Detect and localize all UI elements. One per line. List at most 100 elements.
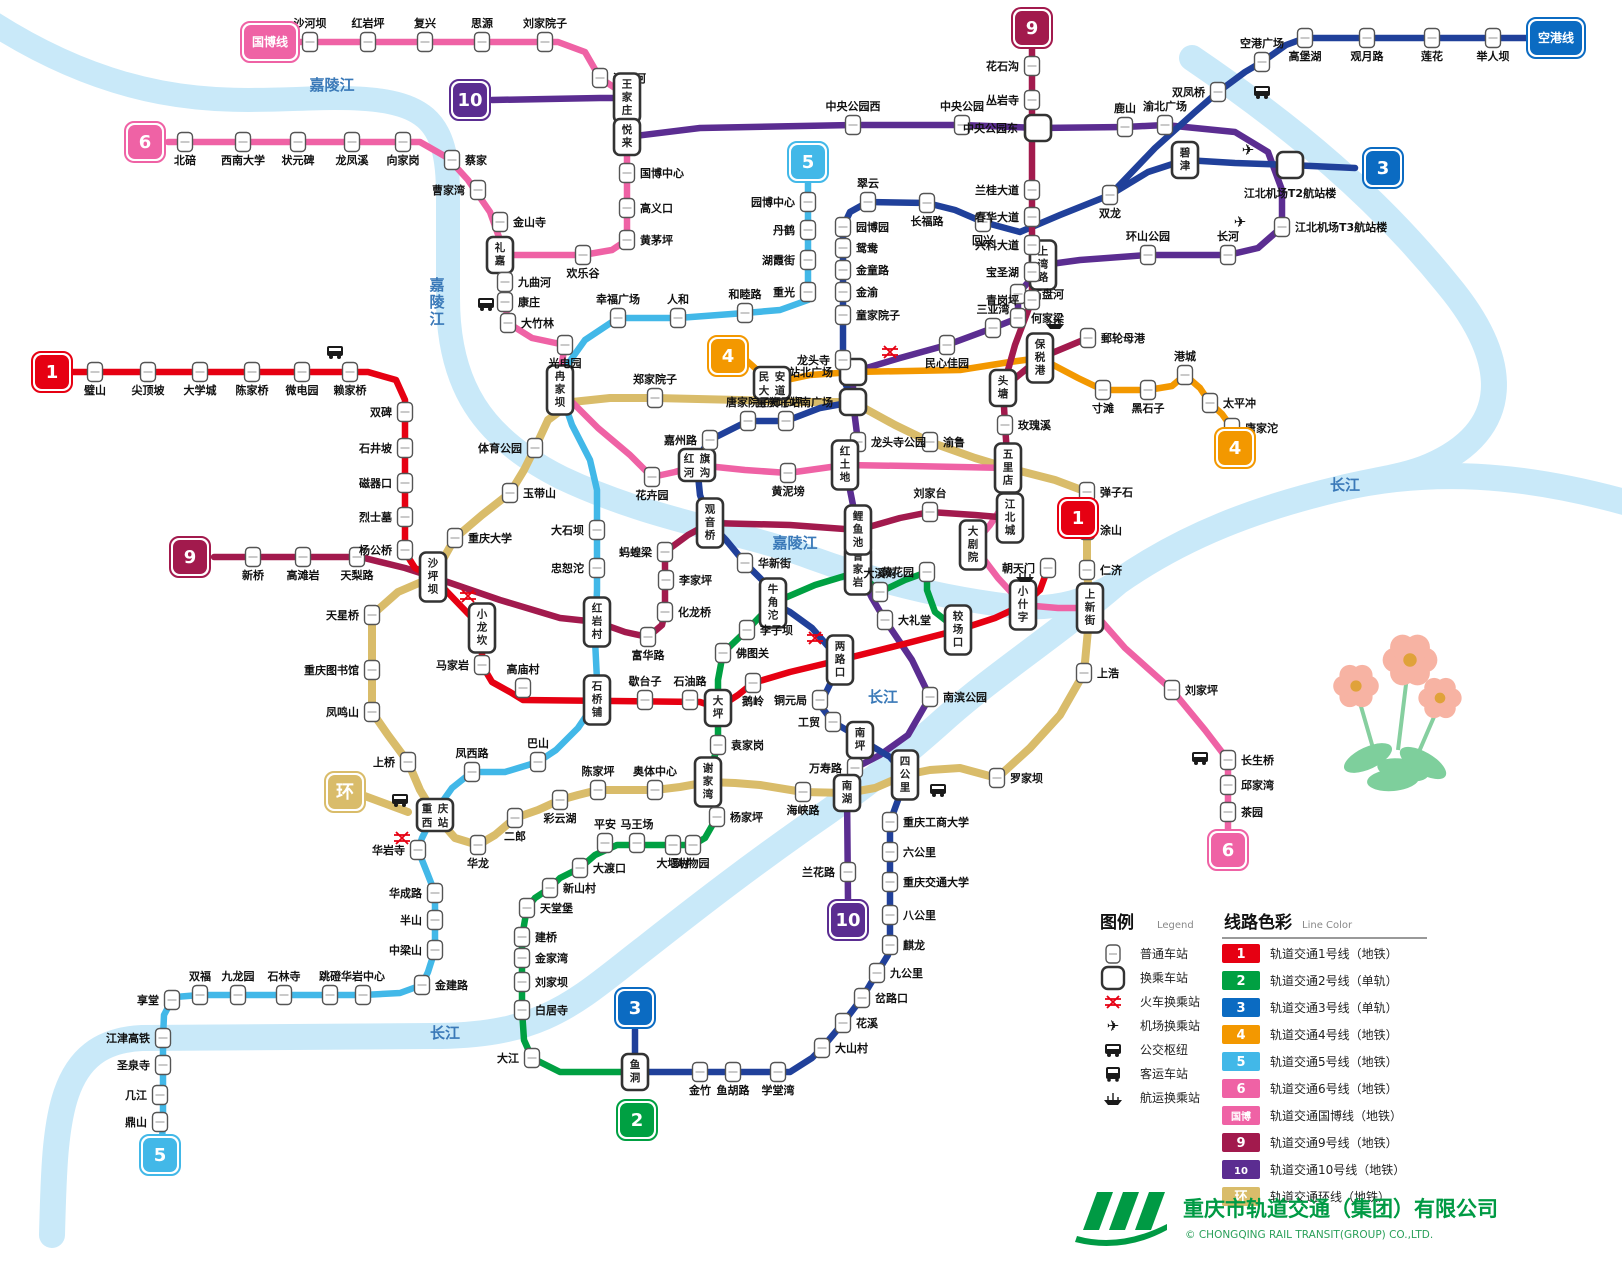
station-label: 巴山 [527,736,549,750]
station-marker [574,244,592,266]
transfer-name: 津 [1180,159,1191,172]
bus-icon [1254,86,1270,99]
station-label: 大石坝 [551,523,584,537]
station-label: 罗家坝 [1010,771,1043,785]
station-label: 大溪沟 [864,566,897,580]
transfer-name: 保 [1034,338,1046,351]
bus-wheel [329,355,333,359]
line-9-badge: 9 [169,536,211,578]
station-marker [824,711,842,733]
transfer-station-marker: 上新街 [1075,582,1105,634]
transfer-name: 塘 [998,387,1009,400]
legend-item-label: 航运换乘站 [1140,1090,1200,1105]
station-marker [799,219,817,241]
transfer-name: 坪 [855,739,866,752]
line-color-swatch [1222,1133,1260,1152]
station-marker [1423,27,1441,49]
station-marker [871,581,889,603]
station-marker [881,934,899,956]
station-label: 渝鲁 [943,435,965,449]
station-label: 空港广场 [1240,36,1284,50]
transfer-name: 旗 [700,452,711,465]
station-label: 宝圣湖 [986,265,1019,279]
station-label: 幸福广场 [596,292,640,306]
transfer-box [545,364,575,416]
transfer-name: 场 [953,623,964,636]
station-marker [363,604,381,626]
station-marker [591,67,609,89]
station-marker [571,857,589,879]
station-label: 玉带山 [523,486,556,500]
line-color-label: 轨道交通1号线（地铁） [1270,946,1398,961]
station-label: 海峡路 [787,803,821,817]
line-color-label: 轨道交通国博线（地铁） [1270,1108,1402,1123]
station-label: 仁济 [1100,563,1123,577]
station-marker [1358,27,1376,49]
station-label: 太平冲 [1222,396,1256,410]
flower-center [1434,692,1446,704]
bus-icon [478,298,494,311]
station-marker [618,162,636,184]
station-label: 观月路 [1351,49,1385,63]
legend-item-label: 普通车站 [1140,946,1188,961]
line-color-badge: 10 [1234,1166,1248,1177]
badge-fill [453,83,487,117]
river-label: 陵 [429,293,445,311]
station-marker [513,947,531,969]
transfer-box [467,602,497,654]
station-label: 烈士墓 [359,510,393,524]
transfer-station-marker: 王家庄 [612,72,642,124]
transfer-station-marker: 四公里 [890,749,920,801]
transfer-station-marker [1275,150,1305,180]
station-marker [876,609,894,631]
transfer-name: 什 [1018,598,1029,611]
transfer-station-marker: 五里店 [993,442,1023,494]
station-label: 重庆交通大学 [903,875,969,889]
transfer-station-marker: 红旗河沟 [677,447,717,483]
flower-center [1403,653,1417,667]
station-label: 朝天门 [1002,561,1035,575]
line-color-label: 轨道交通6号线（地铁） [1270,1081,1398,1096]
transfer-box [612,117,642,157]
station-marker [736,552,754,574]
line-color-swatch [1222,971,1260,990]
station-marker [881,871,899,893]
station-label: 人和 [667,292,689,306]
badge-fill [831,903,865,937]
station-label: 高堡湖 [1289,49,1322,63]
badge-text: 6 [139,132,152,153]
rail-glyph [1105,995,1121,1009]
plane-icon: ✈ [1107,1017,1120,1035]
station-marker [491,211,509,233]
station-marker [714,642,732,664]
station-marker [523,1047,541,1069]
station-marker [988,767,1006,789]
bus-wheel [940,793,944,797]
station-marker [469,179,487,201]
station-label: 体育公园 [478,441,522,455]
station-label: 黑石子 [1132,402,1165,415]
station-marker [588,519,606,541]
transfer-name: 湖 [842,792,853,805]
logo-glyph [1135,1192,1165,1230]
station-marker [359,31,377,53]
transfer-name: 礼 [495,241,506,254]
station-label: 九公里 [889,966,923,980]
flower-petal [1404,634,1430,660]
station-marker [769,1061,787,1083]
station-marker [1163,679,1181,701]
station-marker [701,429,719,451]
station-label: 双福 [189,969,211,983]
transfer-station-marker: 沙坪坝 [418,551,448,603]
company-name-cn: 重庆市轨道交通（集团）有限公司 [1183,1197,1498,1221]
transfer-name: 公 [900,769,911,781]
station-marker [984,317,1002,339]
flower-leaf [1367,768,1419,792]
station-marker [811,689,829,711]
station-marker [496,291,514,313]
badge-text: 10 [835,910,860,931]
station-label: 园博中心 [751,195,795,209]
transfer-name: 土 [840,458,851,471]
station-label: 大江 [497,1051,519,1065]
station-label: 三亚湾 [977,302,1010,316]
